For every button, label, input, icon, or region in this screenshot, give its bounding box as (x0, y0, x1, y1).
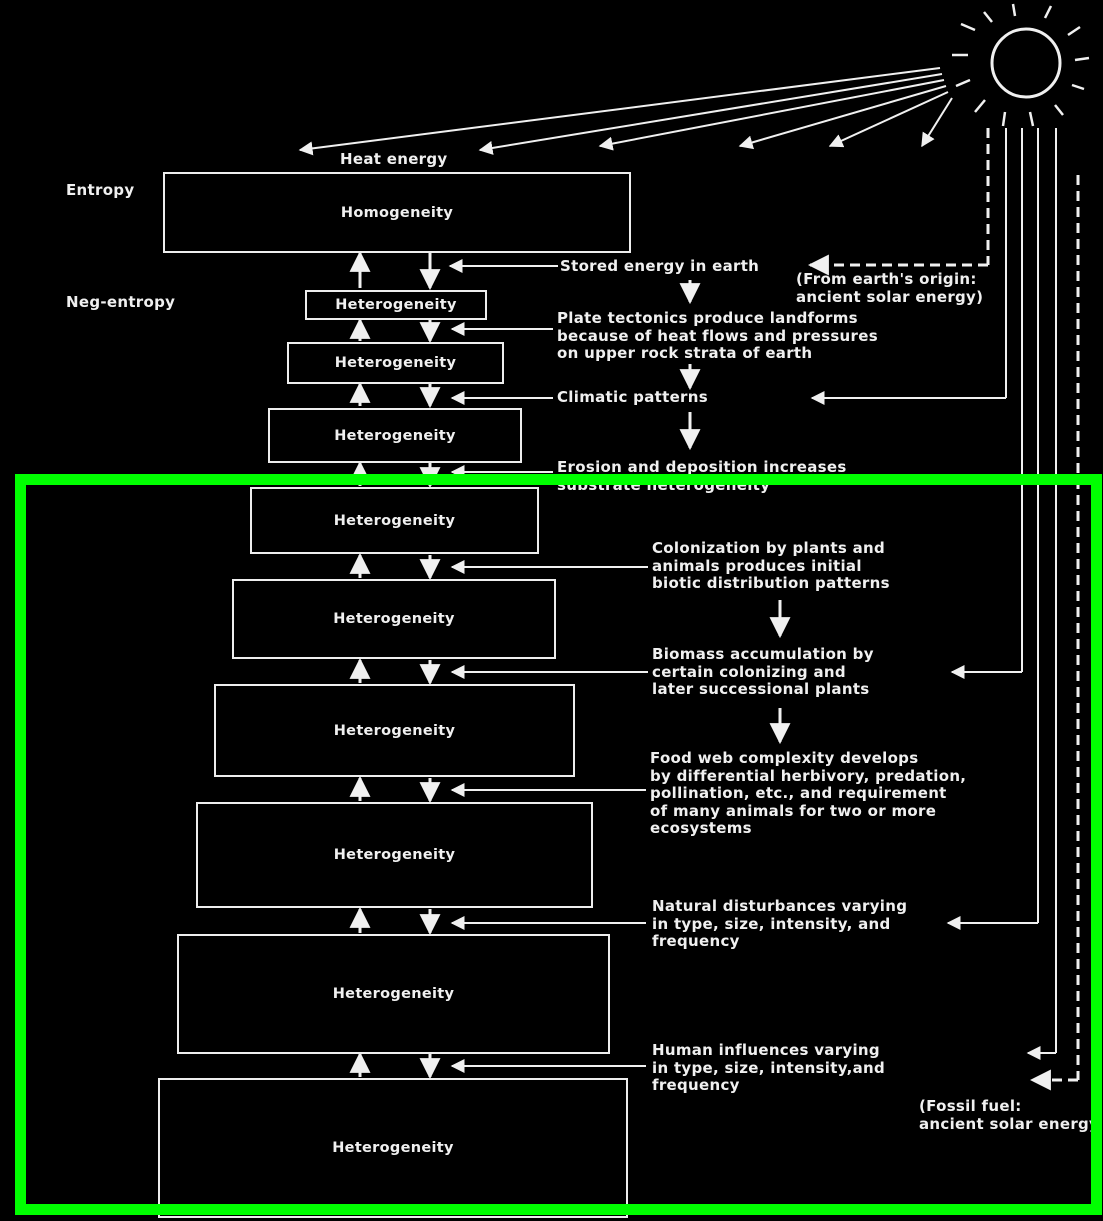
plate-tectonics-label: Plate tectonics produce landforms becaus… (557, 309, 878, 362)
fossil-fuel-label: (Fossil fuel: ancient solar energy) (919, 1098, 1099, 1133)
entropy-label: Entropy (66, 181, 135, 199)
heat-energy-arrows (298, 67, 953, 156)
process-arrows (679, 280, 791, 745)
sun-rays (952, 3, 1090, 127)
human-influences-label: Human influences varying in type, size, … (652, 1041, 886, 1094)
natural-disturbances-label: Natural disturbances varying in type, si… (652, 897, 908, 950)
climatic-patterns-label: Climatic patterns (557, 388, 708, 406)
earth-origin-label: (From earth's origin: ancient solar ener… (796, 270, 984, 306)
heterogeneity-box-1: Heterogeneity (305, 290, 487, 320)
sun-icon (990, 27, 1062, 99)
erosion-label: Erosion and deposition increases substra… (557, 458, 847, 494)
heterogeneity-box-9: Heterogeneity (158, 1078, 628, 1218)
heterogeneity-box-7: Heterogeneity (196, 802, 593, 908)
heterogeneity-box-2: Heterogeneity (287, 342, 504, 384)
stored-energy-label: Stored energy in earth (560, 257, 760, 275)
heterogeneity-box-5: Heterogeneity (232, 579, 556, 659)
biomass-label: Biomass accumulation by certain colonizi… (652, 645, 874, 698)
heat-energy-label: Heat energy (340, 150, 448, 168)
neg-entropy-label: Neg-entropy (66, 293, 176, 311)
feed-arrows (448, 259, 648, 1073)
colonization-label: Colonization by plants and animals produ… (652, 539, 890, 592)
homogeneity-box: Homogeneity (163, 172, 631, 253)
solar-channels (807, 128, 1080, 1091)
heterogeneity-box-3: Heterogeneity (268, 408, 522, 463)
heterogeneity-box-8: Heterogeneity (177, 934, 610, 1054)
heterogeneity-box-6: Heterogeneity (214, 684, 575, 777)
heterogeneity-box-4: Heterogeneity (250, 487, 539, 554)
box-connectors (349, 250, 441, 1080)
food-web-label: Food web complexity develops by differen… (650, 749, 967, 837)
